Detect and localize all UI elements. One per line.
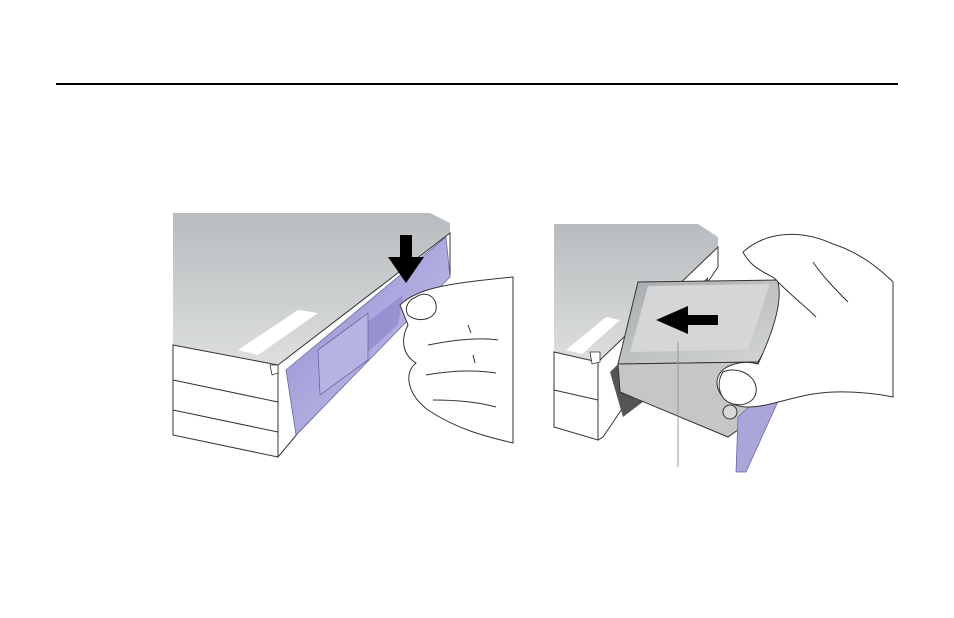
illustration-remove-drive bbox=[168, 205, 518, 465]
computer-front-side bbox=[173, 345, 278, 457]
latch-knob bbox=[723, 405, 737, 419]
illustration-slide-drive-svg bbox=[548, 222, 898, 482]
header-rule bbox=[56, 83, 898, 85]
computer-front-side bbox=[554, 352, 598, 440]
illustration-remove-drive-svg bbox=[168, 205, 518, 465]
illustration-slide-drive bbox=[548, 222, 898, 482]
